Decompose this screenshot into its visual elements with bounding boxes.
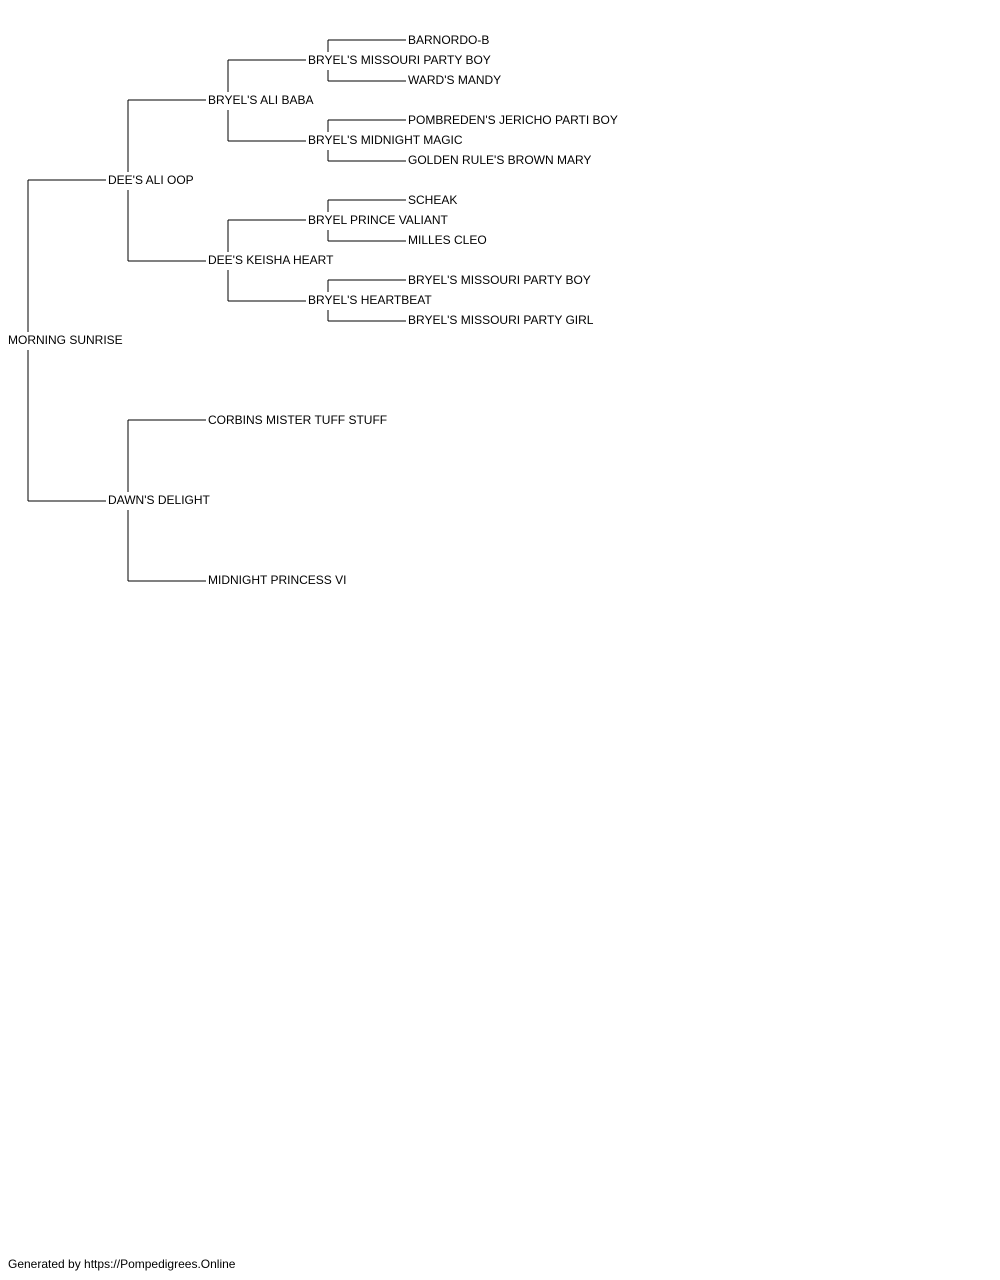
ancestor-name: POMBREDEN'S JERICHO PARTI BOY (408, 113, 618, 127)
ancestor-name: DEE'S ALI OOP (108, 173, 194, 187)
ancestor-name: BRYEL'S ALI BABA (208, 93, 313, 107)
ancestor-name: GOLDEN RULE'S BROWN MARY (408, 153, 591, 167)
ancestor-name: BRYEL'S MISSOURI PARTY BOY (408, 273, 591, 287)
subject-name: MORNING SUNRISE (8, 333, 123, 347)
ancestor-name: MILLES CLEO (408, 233, 487, 247)
ancestor-name: MIDNIGHT PRINCESS VI (208, 573, 346, 587)
ancestor-name: CORBINS MISTER TUFF STUFF (208, 413, 387, 427)
ancestor-name: WARD'S MANDY (408, 73, 501, 87)
ancestor-name: SCHEAK (408, 193, 457, 207)
ancestor-name: DAWN'S DELIGHT (108, 493, 211, 507)
ancestor-name: BRYEL PRINCE VALIANT (308, 213, 448, 227)
ancestor-name: BRYEL'S MISSOURI PARTY GIRL (408, 313, 594, 327)
ancestor-name: BRYEL'S MISSOURI PARTY BOY (308, 53, 491, 67)
ancestor-name: BARNORDO-B (408, 33, 489, 47)
ancestor-name: BRYEL'S MIDNIGHT MAGIC (308, 133, 463, 147)
ancestor-name: DEE'S KEISHA HEART (208, 253, 334, 267)
footer-credit: Generated by https://Pompedigrees.Online (8, 1257, 236, 1271)
ancestor-name: BRYEL'S HEARTBEAT (308, 293, 432, 307)
